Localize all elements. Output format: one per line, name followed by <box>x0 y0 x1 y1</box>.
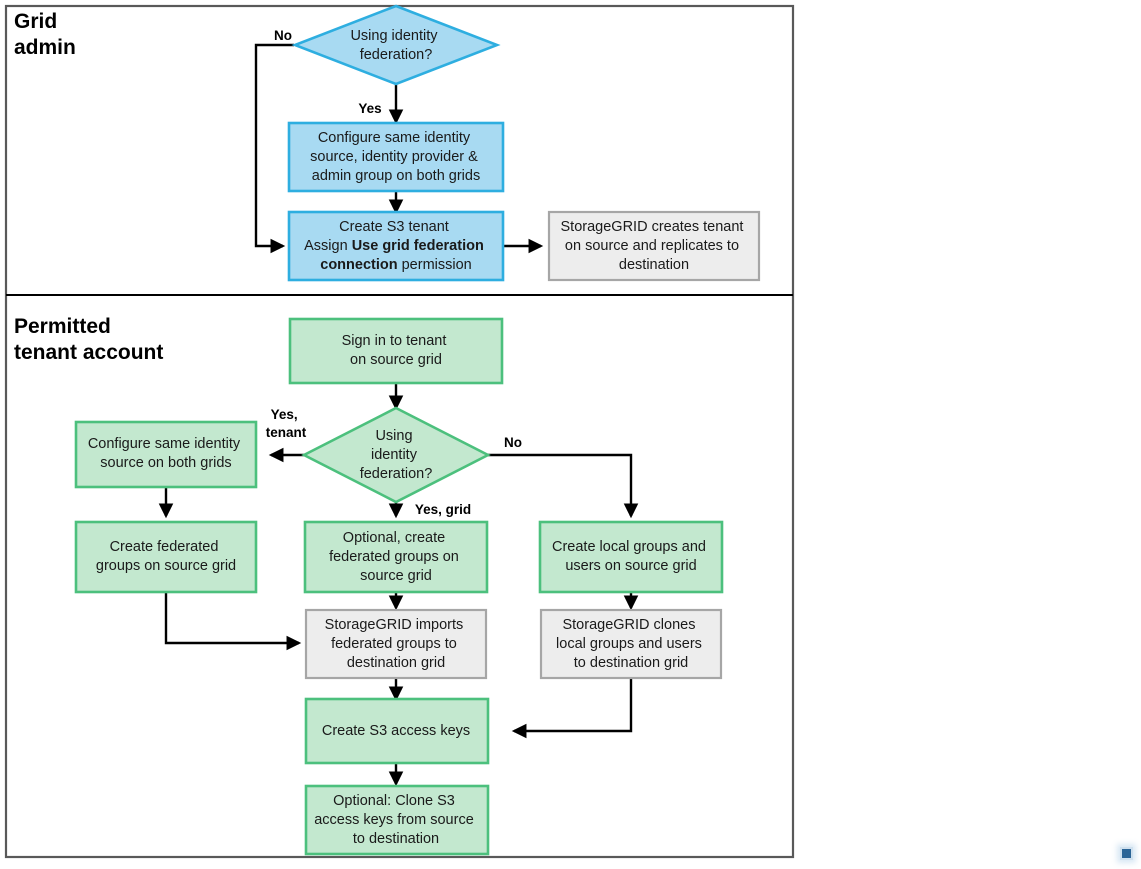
optional-federated-line1: Optional, create <box>343 530 445 546</box>
create-s3-tenant-line2: Assign Use grid federation <box>304 238 484 254</box>
node-storagegrid-creates-tenant-label: StorageGRID creates tenant on source and… <box>561 219 748 273</box>
connector-create-federated-to-imports <box>164 592 302 651</box>
edge-label-admin-yes: Yes <box>358 101 381 116</box>
swimlane-title-grid-admin: Grid admin <box>14 10 76 59</box>
edge-label-tenant-no: No <box>504 435 522 450</box>
clones-line3: to destination grid <box>574 655 688 671</box>
create-federated-line2: groups on source grid <box>96 558 236 574</box>
node-create-s3-access-keys-label: Create S3 access keys <box>322 723 470 739</box>
node-sign-in-to-tenant-label: Sign in to tenant on source grid <box>342 333 451 368</box>
edge-label-tenant-yes-tenant: Yes, tenant <box>266 407 307 440</box>
optional-federated-line3: source grid <box>360 568 432 584</box>
create-s3-tenant-line1: Create S3 tenant <box>339 219 449 235</box>
configure-tenant-line1: Configure same identity <box>88 436 241 452</box>
node-optional-create-federated-groups[interactable] <box>303 520 489 594</box>
clone-keys-line2: access keys from source <box>314 812 474 828</box>
imports-line1: StorageGRID imports <box>325 617 464 633</box>
swimlane-tenant-line2: tenant account <box>14 341 163 364</box>
node-create-s3-tenant[interactable] <box>287 210 505 282</box>
yes-tenant-line1: Yes, <box>271 407 298 422</box>
clone-keys-line1: Optional: Clone S3 <box>333 793 455 809</box>
node-configure-identity-source-admin[interactable] <box>287 121 505 193</box>
clones-line1: StorageGRID clones <box>562 617 695 633</box>
node-decision-admin-federation[interactable] <box>291 4 501 86</box>
node-create-local-groups-users[interactable] <box>538 520 724 594</box>
node-decision-tenant-federation-label: Using identity federation? <box>360 428 433 482</box>
configure-tenant-line2: source on both grids <box>100 455 231 471</box>
node-storagegrid-imports-groups-label: StorageGRID imports federated groups to … <box>325 617 468 671</box>
node-create-federated-groups[interactable] <box>74 520 258 594</box>
storagegrid-creates-line2: on source and replicates to <box>565 238 739 254</box>
storagegrid-creates-line3: destination <box>619 257 689 273</box>
node-storagegrid-clones-groups[interactable] <box>539 608 723 680</box>
node-create-s3-tenant-label: Create S3 tenant Assign Use grid federat… <box>304 219 488 273</box>
node-optional-clone-access-keys-label: Optional: Clone S3 access keys from sour… <box>314 793 478 847</box>
node-sign-in-to-tenant[interactable] <box>288 317 504 385</box>
node-create-federated-groups-label: Create federated groups on source grid <box>96 539 236 574</box>
node-optional-clone-access-keys[interactable] <box>304 784 490 856</box>
node-storagegrid-imports-groups[interactable] <box>304 608 488 680</box>
configure-admin-line1: Configure same identity <box>318 130 471 146</box>
create-local-line2: users on source grid <box>565 558 696 574</box>
configure-admin-line3: admin group on both grids <box>312 168 480 184</box>
node-configure-identity-source-admin-label: Configure same identity source, identity… <box>310 130 482 184</box>
optional-federated-line2: federated groups on <box>329 549 459 565</box>
screen-artifact-icon <box>1120 847 1133 860</box>
decision-admin-line2: federation? <box>360 47 433 63</box>
sign-in-line1: Sign in to tenant <box>342 333 447 349</box>
sign-in-line2: on source grid <box>350 352 442 368</box>
node-storagegrid-clones-groups-label: StorageGRID clones local groups and user… <box>556 617 706 671</box>
node-optional-create-federated-groups-label: Optional, create federated groups on sou… <box>329 530 463 584</box>
decision-tenant-line1: Using <box>375 428 412 444</box>
swimlane-tenant-line1: Permitted <box>14 315 111 338</box>
create-local-line1: Create local groups and <box>552 539 706 555</box>
edge-label-admin-no: No <box>274 28 292 43</box>
clone-keys-line3: to destination <box>353 831 439 847</box>
connector-admin-no <box>254 43 294 254</box>
connector-clones-to-access-keys <box>511 679 633 739</box>
access-keys-line1: Create S3 access keys <box>322 723 470 739</box>
create-s3-tenant-line3: connection permission <box>320 257 471 273</box>
imports-line2: federated groups to <box>331 636 457 652</box>
clones-line2: local groups and users <box>556 636 702 652</box>
edge-label-tenant-yes-grid: Yes, grid <box>415 502 471 517</box>
node-storagegrid-creates-tenant[interactable] <box>547 210 761 282</box>
decision-admin-line1: Using identity <box>350 28 438 44</box>
swimlane-title-tenant-account: Permitted tenant account <box>14 315 163 364</box>
node-decision-tenant-federation[interactable] <box>301 406 491 504</box>
decision-tenant-line3: federation? <box>360 466 433 482</box>
node-configure-identity-source-tenant[interactable] <box>74 420 258 489</box>
configure-admin-line2: source, identity provider & <box>310 149 478 165</box>
storagegrid-creates-line1: StorageGRID creates tenant <box>561 219 744 235</box>
swimlane-grid-admin-line1: Grid <box>14 10 57 33</box>
swimlane-grid-admin-line2: admin <box>14 36 76 59</box>
connector-tenant-no <box>487 453 639 519</box>
decision-tenant-line2: identity <box>371 447 418 463</box>
node-create-local-groups-users-label: Create local groups and users on source … <box>552 539 710 574</box>
node-decision-admin-federation-label: Using identity federation? <box>350 28 441 63</box>
node-configure-identity-source-tenant-label: Configure same identity source on both g… <box>88 436 244 471</box>
yes-tenant-line2: tenant <box>266 425 307 440</box>
create-federated-line1: Create federated <box>110 539 219 555</box>
imports-line3: destination grid <box>347 655 445 671</box>
node-create-s3-access-keys[interactable] <box>304 697 490 765</box>
